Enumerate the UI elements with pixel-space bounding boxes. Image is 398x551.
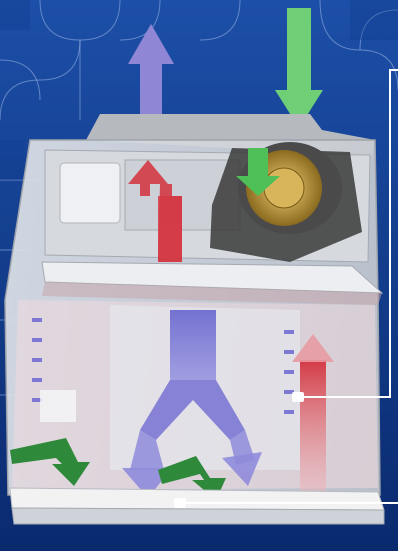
work-surface (9, 487, 385, 511)
callout-marker-right (292, 392, 304, 402)
cabinet-base (11, 507, 385, 525)
left-side-vents (32, 318, 42, 402)
downflow-arrow (122, 310, 262, 498)
callout-lines (180, 69, 398, 504)
right-side-vents (284, 330, 294, 414)
filter-window (59, 162, 121, 224)
front-inflow-arrows (10, 438, 226, 500)
background-tiles (0, 0, 398, 180)
side-label-plate (40, 390, 76, 422)
room-air-intake-arrow (275, 8, 323, 128)
front-sash-underside (42, 282, 382, 305)
exhaust-air-arrow (128, 24, 174, 117)
return-air-arrow-upper (128, 160, 182, 262)
callout-marker-bottom (174, 498, 186, 508)
blower-fan (210, 142, 362, 262)
return-air-arrow-right (292, 334, 334, 510)
